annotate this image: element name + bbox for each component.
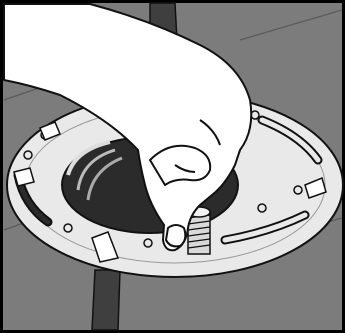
finger-tip: [166, 225, 185, 246]
flange-tab-left: [14, 168, 34, 186]
lower-pipe: [92, 270, 120, 330]
